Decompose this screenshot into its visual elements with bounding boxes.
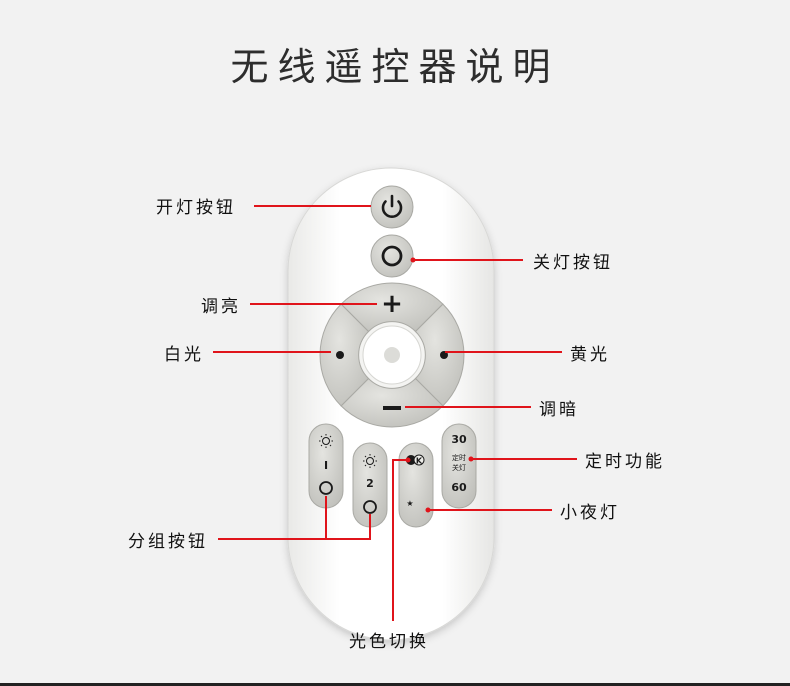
svg-text:★: ★ (406, 499, 413, 508)
yellow-light-button[interactable] (414, 303, 465, 407)
color-temperature-icon: K (406, 454, 425, 466)
bottom-rule (0, 683, 790, 686)
leader-line-power-on (254, 205, 371, 207)
power-icon (381, 194, 403, 218)
label-white-light: 白光 (164, 345, 204, 365)
dim-button[interactable] (340, 377, 444, 428)
timer-button[interactable]: 30 定时 关灯 60 (441, 423, 477, 509)
label-dim: 调暗 (539, 400, 579, 420)
leader-line-yellow (445, 351, 562, 353)
leader-line-power-off (413, 259, 523, 261)
sun-icon (319, 434, 333, 448)
sun-icon (363, 454, 377, 468)
power-on-button[interactable] (370, 185, 414, 229)
white-dot-icon (336, 351, 344, 359)
label-yellow-light: 黄光 (570, 345, 610, 365)
label-timer: 定时功能 (585, 452, 665, 472)
label-power-on: 开灯按钮 (156, 198, 236, 218)
yellow-dot-icon (440, 351, 448, 359)
leader-line-group-horizontal (218, 538, 371, 540)
timer-text-2: 关灯 (452, 463, 466, 472)
leader-line-color-vertical (392, 459, 394, 621)
brighten-button[interactable] (340, 282, 444, 333)
leader-line-white (213, 351, 331, 353)
label-color-switch: 光色切换 (349, 632, 429, 652)
group-2-number: 2 (366, 477, 374, 490)
timer-30-label: 30 (451, 433, 467, 446)
center-dot (384, 347, 400, 363)
power-off-button[interactable] (370, 234, 414, 278)
white-light-button[interactable] (319, 303, 370, 407)
timer-60-label: 60 (451, 481, 467, 494)
leader-line-group-2-vertical (369, 514, 371, 539)
moon-star-icon: ★ (406, 497, 427, 511)
minus-icon (383, 406, 401, 410)
label-power-off: 关灯按钮 (533, 253, 613, 273)
circle-icon (381, 245, 403, 267)
leader-line-night (428, 509, 552, 511)
circle-icon (363, 500, 377, 514)
plus-icon: + (381, 289, 403, 319)
color-night-button[interactable]: K ★ (398, 442, 434, 528)
svg-text:K: K (416, 457, 423, 466)
circle-icon (319, 481, 333, 495)
leader-line-brighten (250, 303, 377, 305)
label-night-light: 小夜灯 (560, 503, 620, 523)
leader-line-color-stub (392, 459, 408, 461)
timer-text-1: 定时 (452, 453, 466, 462)
leader-line-dim (405, 406, 531, 408)
leader-line-timer (471, 458, 577, 460)
leader-line-group-1-vertical (325, 496, 327, 539)
label-group: 分组按钮 (128, 532, 208, 552)
page-title: 无线遥控器说明 (230, 45, 560, 89)
group-1-number: I (324, 459, 328, 472)
label-brighten: 调亮 (201, 297, 241, 317)
